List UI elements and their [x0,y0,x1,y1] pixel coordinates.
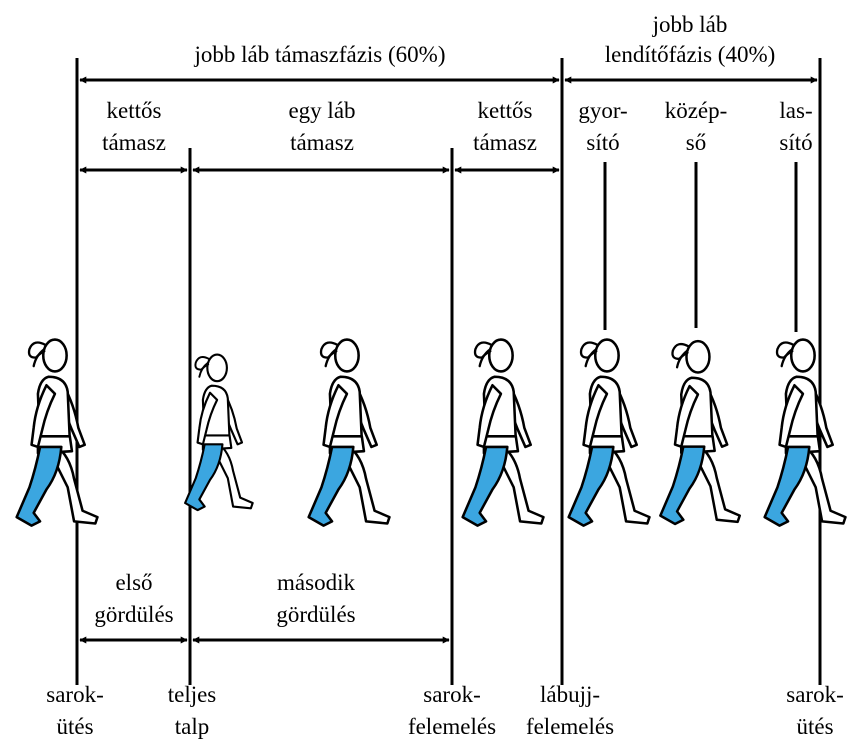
accel-label-l1: gyor- [578,98,627,123]
mid-swing-label-l1: közép- [665,98,728,123]
heel-strike-1-label-l1: sarok- [46,682,103,707]
walker-4 [463,340,544,526]
double-support-2-label-l2: támasz [473,130,537,155]
toe-off-label-l1: lábujj- [540,682,600,707]
second-rollover-label-l2: gördülés [276,602,355,627]
double-support-1-label-l1: kettős [107,98,162,123]
double-support-2-label-l1: kettős [478,98,533,123]
foot-flat-label-l1: teljes [168,682,217,707]
single-support-label-l1: egy láb [288,98,355,123]
mid-swing-label-l2: ső [686,130,706,155]
heel-strike-2-label-l1: sarok- [786,682,843,707]
foot-flat-label-l2: talp [175,714,210,739]
walker-6 [660,341,739,524]
walker-7 [765,340,846,526]
heel-strike-1-label-l2: ütés [56,714,93,739]
first-rollover-label-l1: első [115,570,152,595]
heel-off-label-l2: felemelés [408,714,496,739]
decel-label-l1: las- [779,98,812,123]
swing-phase-label-line2: lendítőfázis (40%) [605,42,776,67]
double-support-1-label-l2: támasz [102,130,166,155]
walker-1 [17,340,98,526]
stance-phase-label: jobb láb támaszfázis (60%) [194,42,446,67]
heel-strike-2-label-l2: ütés [796,714,833,739]
decel-label-l2: sító [779,130,812,155]
second-rollover-label-l1: második [277,570,355,595]
walker-3 [309,340,390,526]
swing-phase-label-line1: jobb láb [652,12,728,37]
accel-label-l2: sító [586,130,619,155]
walker-2 [185,355,253,511]
heel-off-label-l1: sarok- [423,682,480,707]
first-rollover-label-l2: gördülés [94,602,173,627]
single-support-label-l2: támasz [290,130,354,155]
walker-5 [569,340,650,526]
toe-off-label-l2: felemelés [526,714,614,739]
